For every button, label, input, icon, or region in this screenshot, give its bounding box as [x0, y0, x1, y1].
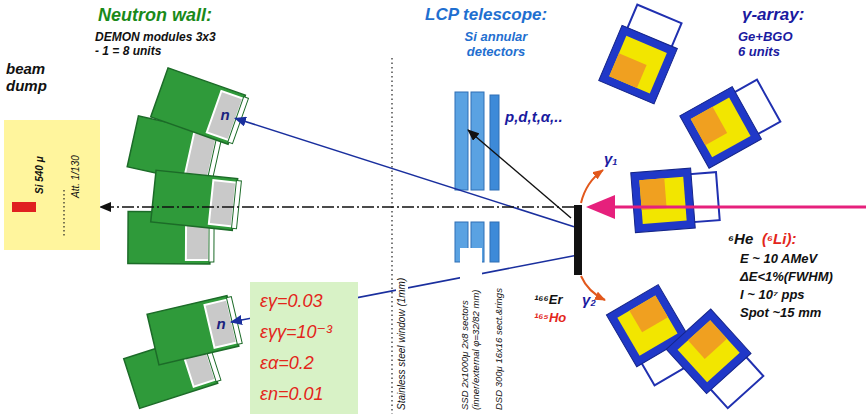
efficiency-value: εn=0.01: [260, 379, 348, 410]
efficiency-value: εα=0.2: [260, 348, 348, 379]
beam-label: (⁶Li):: [762, 230, 796, 247]
module-body: [151, 170, 238, 230]
gamma-label: γ₁: [604, 150, 618, 167]
target-label: ¹⁶⁶Er: [534, 293, 563, 308]
beam-line: [610, 206, 866, 209]
section-subtitle: Ge+BGO 6 units: [738, 30, 800, 60]
ge-crystal: [691, 98, 751, 158]
ge-crystal-core: [639, 178, 666, 210]
neutron-detector-face: n: [211, 313, 231, 335]
gamma-label: γ₂: [582, 291, 596, 308]
ge-bgo-unit: [599, 2, 687, 104]
particle-label: n: [216, 315, 225, 332]
demon-module: [151, 170, 242, 231]
gamma-ray-arrow: [581, 170, 603, 203]
beam-parameter: I ~ 10⁷ pps: [740, 288, 805, 303]
detector-label: SSD 2x1000μ 2x8 sectors (inner/external …: [460, 248, 482, 412]
attenuator-label: Att. 1/130: [70, 155, 82, 198]
section-subtitle: Si annular detectors: [446, 30, 546, 60]
particle-label: p,d,t,α,..: [505, 108, 563, 125]
beam-axis: [100, 206, 574, 207]
detector-label: Si 540 μ: [34, 156, 46, 194]
section-title: γ-array:: [742, 5, 804, 25]
efficiency-box: εγ=0.03εγγ=10⁻³εα=0.2εn=0.01: [250, 282, 358, 414]
dsd-detector: [490, 95, 499, 190]
lcp-telescope: [455, 92, 499, 262]
ge-crystal-core: [609, 53, 646, 88]
efficiency-value: εγγ=10⁻³: [260, 317, 348, 348]
ge-crystal: [639, 177, 686, 224]
demon-module: [151, 68, 249, 146]
beam-dump-label: beam dump: [6, 60, 68, 95]
beam-dump-drawing: [4, 120, 100, 250]
target-foil: ¹⁶⁶Er¹⁶⁵Ho: [574, 205, 582, 275]
si-detector: [12, 202, 36, 212]
neutron-detector-face: n: [215, 104, 235, 126]
ssd-detector: [471, 92, 484, 190]
beam-parameter: Spot ~15 mm: [740, 306, 821, 321]
module-body: [147, 296, 239, 365]
section-subtitle: DEMON modules 3x3 - 1 = 8 units: [95, 31, 220, 59]
window-label: Stainless steel window (1mm): [396, 276, 408, 412]
bgo-housing: [680, 87, 762, 169]
ge-bgo-unit: [666, 309, 768, 412]
attenuator-line: [63, 190, 64, 238]
beam-label: ⁶He: [728, 230, 753, 247]
ge-crystal: [609, 36, 667, 94]
steel-window-line: [391, 58, 392, 414]
beam-parameter: ΔE<1%(FWHM): [740, 270, 833, 285]
ge-crystal-core: [691, 107, 727, 145]
ge-crystal-core: [688, 320, 727, 359]
ge-crystal-core: [629, 296, 668, 333]
module-window: [228, 97, 249, 144]
beam-arrowhead: [586, 195, 615, 219]
efficiency-value: εγ=0.03: [260, 286, 348, 317]
bgo-housing: [666, 309, 751, 394]
bgo-housing: [631, 168, 695, 232]
target-label: ¹⁶⁵Ho: [534, 311, 566, 326]
demon-module: [147, 295, 243, 365]
particle-label: n: [220, 106, 229, 123]
detector-label: DSD 300μ 16x16 sect.&rings: [494, 286, 505, 412]
particle-arrow: [468, 130, 571, 218]
ge-bgo-unit: [631, 166, 720, 232]
beam-dump: beam dumpSi 540 μAtt. 1/130: [4, 120, 100, 250]
section-title: LCP telescope:: [425, 5, 547, 25]
beam-parameter: E ~ 10 AMeV: [740, 252, 817, 267]
module-window: [232, 181, 242, 229]
neutron-path: [235, 118, 574, 227]
bgo-housing: [599, 25, 678, 104]
ge-bgo-unit: [680, 74, 783, 168]
ssd-detector: [455, 92, 468, 190]
neutron-wall: [124, 68, 249, 408]
section-title: Neutron wall:: [98, 5, 212, 26]
ge-crystal: [678, 320, 740, 382]
dsd-detector: [490, 222, 499, 262]
